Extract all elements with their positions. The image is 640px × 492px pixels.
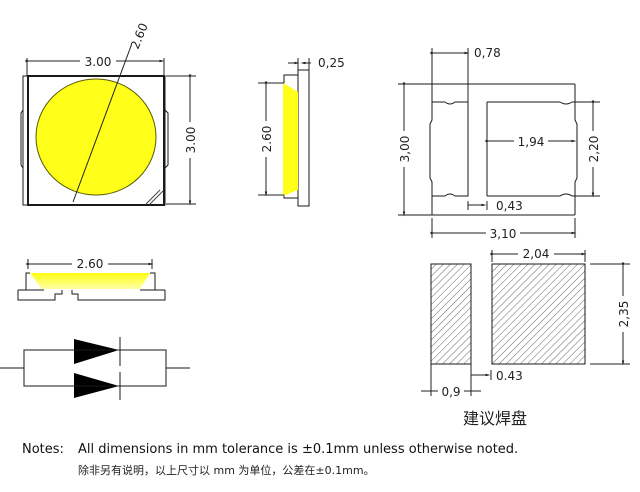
bottom-height-label: 3,00 <box>398 136 412 163</box>
bottom-view: 0,78 1,94 2,20 3,00 0,43 3,1 <box>397 46 601 241</box>
bottom-gap-label: 0,43 <box>496 199 523 213</box>
top-height-label: 3.00 <box>184 127 198 154</box>
side-view: 0,25 2.60 <box>258 56 345 207</box>
side-height-label: 2.60 <box>260 126 274 153</box>
footprint-caption: 建议焊盘 <box>463 409 527 428</box>
top-width-label: 3.00 <box>85 55 112 69</box>
bottom-left-pad-label: 0,78 <box>474 46 501 60</box>
front-view: 2.60 <box>17 256 166 301</box>
top-diameter-label: 2.60 <box>128 21 151 51</box>
circuit-symbol <box>0 337 190 400</box>
footprint-small-pad <box>430 263 472 365</box>
footprint-small-pad-width-label: 0,9 <box>441 385 460 399</box>
footprint-gap-label: 0.43 <box>496 369 523 383</box>
footprint-big-pad <box>491 263 586 365</box>
front-width-label: 2.60 <box>77 257 104 271</box>
notes-english: All dimensions in mm tolerance is ±0.1mm… <box>78 442 519 457</box>
notes-label: Notes: <box>22 442 64 457</box>
notes-section: Notes: All dimensions in mm tolerance is… <box>22 442 632 478</box>
footprint-big-pad-height-label: 2,35 <box>617 301 631 328</box>
recommended-footprint: 2,04 2,35 0.43 0,9 建议焊盘 <box>421 246 631 428</box>
diode-top-icon <box>74 339 119 364</box>
bottom-right-pad-width-label: 1,94 <box>518 135 545 149</box>
bottom-total-width-label: 3,10 <box>490 227 517 241</box>
lens-circle <box>35 78 157 196</box>
footprint-big-pad-width-label: 2,04 <box>523 247 550 261</box>
notes-chinese: 除非另有说明，以上尺寸以 mm 为单位，公差在±0.1mm。 <box>78 464 375 477</box>
top-view: 3.00 2.60 3.00 <box>20 21 198 206</box>
bottom-right-pad-height-label: 2,20 <box>587 136 601 163</box>
side-thickness-label: 0,25 <box>318 56 345 70</box>
